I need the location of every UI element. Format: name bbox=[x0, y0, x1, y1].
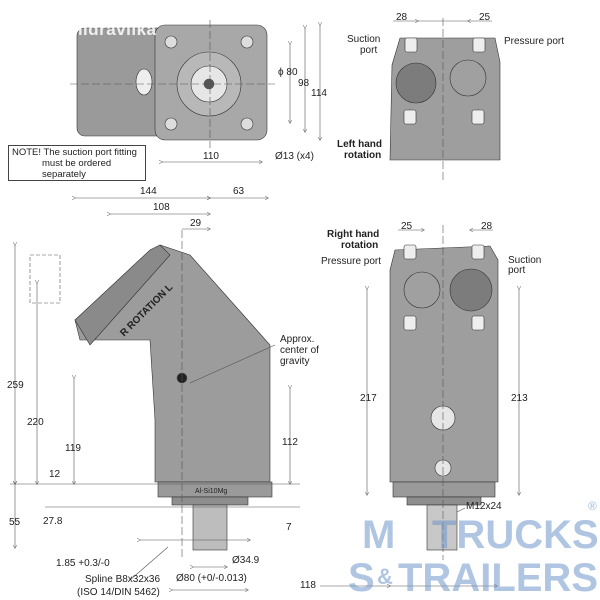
dim-220: 220 bbox=[27, 417, 44, 428]
dim-dia34-9: Ø34.9 bbox=[232, 555, 260, 566]
lh-label-1: Left hand bbox=[337, 139, 382, 150]
lh-label-2: rotation bbox=[344, 150, 382, 161]
side-view-body bbox=[74, 244, 271, 483]
note-box: NOTE! The suction port fitting must be o… bbox=[8, 145, 146, 181]
dim-55: 55 bbox=[9, 517, 21, 528]
suction-fitting-outline bbox=[29, 254, 61, 304]
brand-text: S bbox=[348, 556, 375, 600]
rh-pressure: Pressure port bbox=[321, 256, 382, 267]
dim-7: 7 bbox=[286, 522, 292, 533]
right-view-shaft bbox=[426, 504, 458, 551]
dim-110: 110 bbox=[203, 151, 219, 162]
side-view-shaft bbox=[192, 504, 228, 551]
dim-118: 118 bbox=[300, 580, 316, 591]
brand-text: TRUCKS bbox=[432, 513, 599, 557]
rh-suction-2: port bbox=[508, 265, 526, 276]
rh-label-2: rotation bbox=[341, 240, 379, 251]
note-line: must be ordered bbox=[42, 158, 112, 169]
spline-standard: (ISO 14/DIN 5462) bbox=[77, 587, 160, 598]
dim-144: 144 bbox=[140, 186, 157, 197]
rh-label-1: Right hand bbox=[327, 229, 380, 240]
dim-114: 114 bbox=[311, 88, 327, 99]
cog-label-3: gravity bbox=[280, 356, 310, 367]
dim-tolerance: 1.85 +0.3/-0 bbox=[56, 558, 110, 569]
rh-dim-28: 28 bbox=[481, 221, 493, 232]
brand-text: M bbox=[362, 513, 396, 557]
dim-217: 217 bbox=[360, 393, 377, 404]
dim-63: 63 bbox=[233, 186, 245, 197]
dim-dia80-shaft: Ø80 (+0/-0.013) bbox=[176, 573, 247, 584]
dim-108: 108 bbox=[153, 202, 170, 213]
dim-259: 259 bbox=[7, 380, 24, 391]
rh-suction-1: Suction bbox=[508, 255, 542, 266]
brand-text: ® bbox=[588, 499, 597, 513]
material-label: Al-Si10Mg bbox=[195, 488, 228, 495]
brand-text: & bbox=[377, 564, 393, 589]
dim-27-8: 27.8 bbox=[43, 516, 63, 527]
cog-label-2: center of bbox=[280, 345, 319, 356]
lh-pressure: Pressure port bbox=[504, 36, 565, 47]
dim-dia80: ϕ 80 bbox=[278, 67, 298, 78]
spline-label: Spline B8x32x36 bbox=[85, 574, 161, 585]
dim-213: 213 bbox=[511, 393, 528, 404]
dim-98: 98 bbox=[298, 78, 310, 89]
note-line: NOTE! The suction port fitting bbox=[12, 147, 137, 158]
cog-label-1: Approx. bbox=[280, 334, 315, 345]
lh-dim-28: 28 bbox=[396, 12, 408, 23]
lh-dim-25: 25 bbox=[479, 12, 491, 23]
dim-112: 112 bbox=[282, 437, 298, 448]
rh-dim-25: 25 bbox=[401, 221, 413, 232]
lh-suction-2: port bbox=[360, 45, 378, 56]
dim-119: 119 bbox=[65, 443, 81, 454]
lh-suction-1: Suction bbox=[347, 34, 381, 45]
note-line: separately bbox=[42, 169, 86, 180]
dim-12: 12 bbox=[49, 469, 61, 480]
watermark-site: chastihidravlika bbox=[20, 20, 157, 39]
thread-label: M12x24 bbox=[466, 501, 502, 512]
dim-29: 29 bbox=[190, 218, 202, 229]
dim-holes: Ø13 (x4) bbox=[275, 151, 314, 162]
brand-text: TRAILERS bbox=[398, 556, 598, 600]
